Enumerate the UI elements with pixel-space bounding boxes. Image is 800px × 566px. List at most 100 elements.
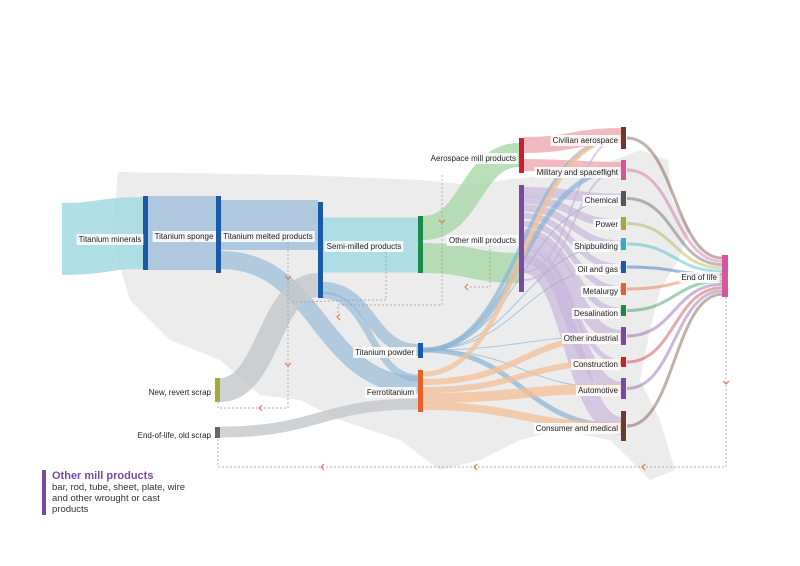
- link-consumer-end-of-life: [626, 292, 723, 428]
- label-background: [76, 234, 144, 245]
- link-other-mill-desal: [523, 229, 622, 314]
- node-label-desal: Desalination: [574, 309, 618, 318]
- node-bar-semi: [418, 216, 423, 273]
- label-background: [428, 153, 518, 164]
- link-revert-ingot: [218, 273, 320, 402]
- node-label-aero_mill: Aerospace mill products: [431, 154, 516, 163]
- node-label-melted: Titanium melted products: [223, 232, 313, 241]
- node-label-chemical: Chemical: [585, 196, 619, 205]
- link-civil-end-of-life: [626, 136, 723, 260]
- node-bar-military: [621, 160, 626, 180]
- label-background: [561, 333, 621, 344]
- link-military-end-of-life: [626, 168, 723, 263]
- legend: Other mill products bar, rod, tube, shee…: [42, 470, 192, 515]
- link-melted-ferrotitanium: [220, 251, 419, 394]
- recycle-arrow-icon: [284, 362, 292, 367]
- link-semi-other-mill: [422, 243, 520, 283]
- node-label-metal: Metalurgy: [583, 287, 618, 296]
- node-label-civil: Civilian aerospace: [553, 136, 619, 145]
- link-power-end-of-life: [626, 222, 723, 270]
- node-bar-auto: [621, 378, 626, 399]
- link-oldscrap-ferrotitanium: [219, 398, 419, 438]
- node-bar-constr: [621, 357, 626, 367]
- label-background: [353, 347, 417, 358]
- label-background: [533, 423, 621, 434]
- link-ship-end-of-life: [626, 242, 723, 273]
- node-bar-other_mill: [519, 185, 524, 292]
- node-bar-oldscrap: [215, 427, 220, 438]
- recycle-dashed-line: [292, 252, 387, 303]
- label-background: [550, 135, 621, 146]
- node-label-military: Military and spaceflight: [537, 168, 619, 177]
- node-bar-oil: [621, 261, 626, 273]
- legend-description: bar, rod, tube, sheet, plate, wire and o…: [52, 482, 186, 515]
- link-constr-end-of-life: [626, 286, 723, 364]
- node-label-constr: Construction: [573, 360, 618, 369]
- label-background: [580, 286, 620, 297]
- node-bar-melted: [216, 196, 221, 273]
- recycle-arrow-icon: [320, 463, 325, 471]
- node-label-consumer: Consumer and medical: [536, 424, 618, 433]
- recycle-arrow-icon: [438, 219, 446, 224]
- label-background: [152, 231, 216, 242]
- node-label-eol: End of life: [681, 273, 717, 282]
- label-background: [571, 359, 620, 370]
- node-label-otherind: Other industrial: [564, 334, 618, 343]
- node-bar-desal: [621, 305, 626, 316]
- node-bar-consumer: [621, 411, 626, 441]
- recycle-arrow-icon: [473, 463, 478, 471]
- node-bar-civil: [621, 127, 626, 149]
- label-background: [135, 430, 214, 441]
- node-label-minerals: Titanium minerals: [79, 235, 142, 244]
- node-label-auto: Automotive: [578, 386, 619, 395]
- recycle-dashed-line: [470, 245, 491, 288]
- node-bar-revert: [215, 378, 220, 402]
- node-label-powder: Titanium powder: [355, 348, 414, 357]
- label-background: [582, 195, 621, 206]
- label-background: [146, 387, 214, 398]
- node-bar-chemical: [621, 191, 626, 206]
- recycle-dashed-line: [337, 175, 443, 318]
- node-label-semi: Semi-milled products: [327, 242, 402, 251]
- node-bar-ferro: [418, 370, 423, 412]
- node-bar-otherind: [621, 327, 626, 345]
- node-bar-aero_mill: [519, 138, 524, 173]
- node-label-ferro: Ferrotitanium: [367, 388, 414, 397]
- label-background: [446, 235, 518, 246]
- label-background: [571, 308, 620, 319]
- node-bar-metal: [621, 283, 626, 295]
- node-bar-ship: [621, 238, 626, 250]
- recycle-arrow-icon: [722, 380, 730, 385]
- recycle-arrow-icon: [464, 283, 469, 291]
- label-background: [593, 219, 621, 230]
- recycle-dashed-line: [217, 297, 727, 468]
- label-background: [575, 385, 621, 396]
- node-label-power: Power: [595, 220, 618, 229]
- node-bar-power: [621, 217, 626, 230]
- label-background: [534, 167, 621, 178]
- link-otherind-end-of-life: [626, 282, 723, 338]
- label-background: [572, 241, 620, 252]
- link-auto-end-of-life: [626, 289, 723, 390]
- node-bar-powder: [418, 343, 423, 358]
- label-background: [679, 272, 720, 283]
- node-bar-eol: [722, 255, 728, 297]
- label-background: [324, 241, 404, 252]
- node-label-ship: Shipbuilding: [574, 242, 618, 251]
- node-label-oil: Oil and gas: [578, 265, 618, 274]
- node-label-revert: New, revert scrap: [149, 388, 212, 397]
- node-label-oldscrap: End-of-life, old scrap: [138, 431, 212, 440]
- link-ingot-ferrotitanium: [322, 291, 419, 382]
- link-chemical-end-of-life: [626, 197, 723, 267]
- link-other-mill-otherind: [523, 234, 622, 342]
- legend-title: Other mill products: [52, 470, 154, 482]
- label-background: [575, 264, 620, 275]
- recycle-dashed-line: [217, 230, 289, 409]
- recycle-arrow-icon: [258, 404, 263, 412]
- node-label-sponge: Titanium sponge: [155, 232, 214, 241]
- recycle-arrow-icon: [336, 313, 341, 321]
- node-label-other_mill: Other mill products: [449, 236, 516, 245]
- node-bar-sponge: [143, 196, 148, 270]
- recycle-arrow-icon: [641, 463, 646, 471]
- node-bar-ingot: [318, 202, 323, 298]
